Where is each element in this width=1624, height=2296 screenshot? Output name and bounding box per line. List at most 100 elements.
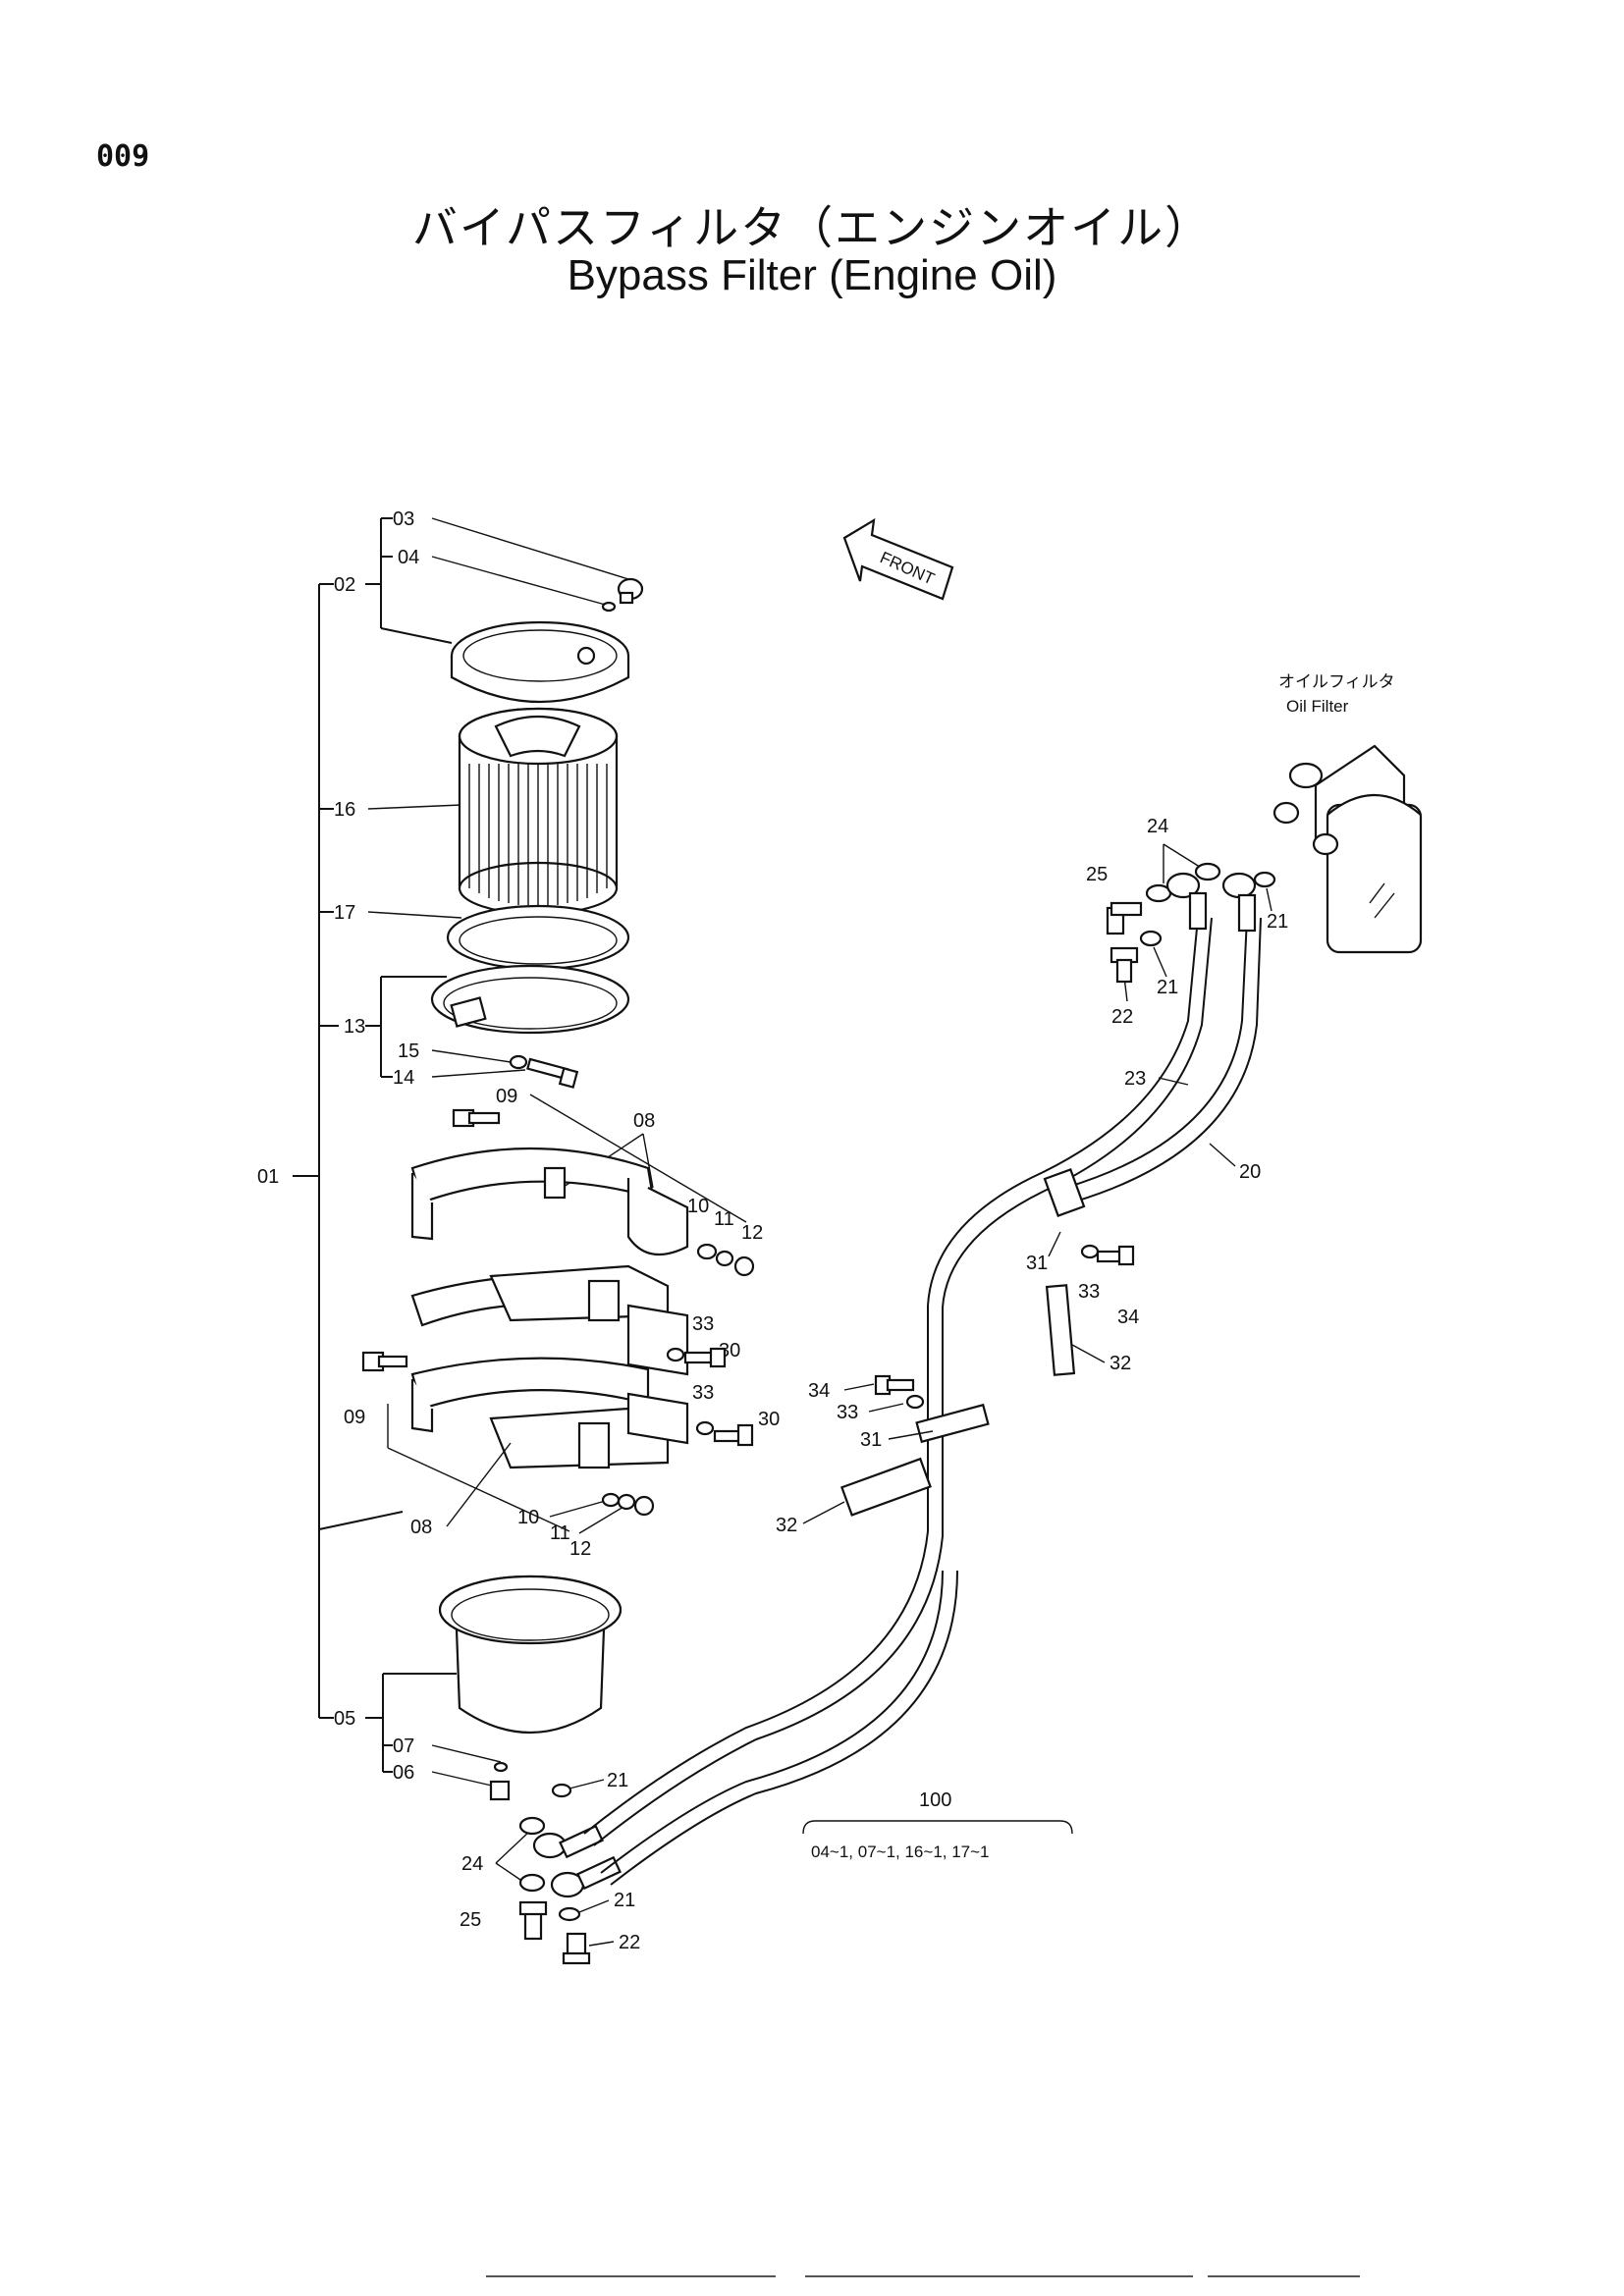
label-06: 06 <box>393 1762 414 1784</box>
label-11-upper: 11 <box>714 1208 734 1230</box>
label-24-right: 24 <box>1147 816 1168 837</box>
assembly-bracket-01 <box>293 517 457 1773</box>
o-ring-07 <box>493 1761 509 1773</box>
label-33-a: 33 <box>692 1313 714 1335</box>
label-04: 04 <box>398 547 419 568</box>
bracket-08-middle <box>410 1264 689 1376</box>
washer-11-lower <box>617 1493 636 1511</box>
label-21-right-b: 21 <box>1157 977 1178 998</box>
kit-contents: 04~1, 07~1, 16~1, 17~1 <box>811 1842 990 1861</box>
bracket-08-upper <box>410 1147 689 1256</box>
washer-33-lower <box>905 1394 925 1410</box>
kit-number: 100 <box>919 1789 951 1811</box>
bolt-25-bottom <box>518 1900 548 1941</box>
washer-24-b <box>518 1873 546 1893</box>
washer-21-a <box>551 1783 572 1798</box>
label-34-upper: 34 <box>1117 1307 1139 1328</box>
washer-33-b <box>695 1420 715 1436</box>
label-02: 02 <box>334 574 355 596</box>
washer-15 <box>509 1054 528 1070</box>
label-25-right: 25 <box>1086 864 1108 885</box>
label-12-upper: 12 <box>741 1222 763 1244</box>
label-16: 16 <box>334 799 355 821</box>
washer-11-upper <box>715 1250 734 1267</box>
plug-22-bottom <box>562 1932 591 1965</box>
label-21-b: 21 <box>614 1890 635 1911</box>
cover-cap-02 <box>450 620 630 703</box>
label-22-bottom: 22 <box>619 1932 640 1953</box>
bolt-34-upper <box>1096 1245 1135 1266</box>
label-08-lower: 08 <box>410 1517 432 1538</box>
oil-filter-label-en: Oil Filter <box>1286 697 1349 716</box>
hose-23 <box>583 917 1213 1846</box>
filter-case-05 <box>438 1575 623 1734</box>
label-21-right-a: 21 <box>1267 911 1288 933</box>
label-33-lower: 33 <box>837 1402 858 1423</box>
washer-21-right-b <box>1139 930 1163 947</box>
footer-rule-right <box>1208 2275 1360 2277</box>
label-07: 07 <box>393 1735 414 1757</box>
label-24-bottom: 24 <box>461 1853 483 1875</box>
label-30-b: 30 <box>758 1409 780 1430</box>
washer-24-right-a <box>1194 862 1221 881</box>
title-english: Bypass Filter (Engine Oil) <box>567 251 1057 299</box>
label-12-lower: 12 <box>569 1538 591 1560</box>
title-japanese: バイパスフィルタ（エンジンオイル） <box>411 201 1213 254</box>
label-10-lower: 10 <box>517 1507 539 1528</box>
bolt-09-upper <box>452 1108 501 1128</box>
label-32-upper: 32 <box>1110 1353 1131 1374</box>
label-21-a: 21 <box>607 1770 628 1791</box>
bolt-34-lower <box>874 1374 915 1396</box>
plate-32-lower <box>839 1457 932 1517</box>
bracket-08-lower <box>410 1357 689 1469</box>
label-15: 15 <box>398 1041 419 1062</box>
oil-filter-label-jp: オイルフィルタ <box>1278 672 1395 691</box>
page-number: 009 <box>96 139 150 174</box>
label-23: 23 <box>1124 1068 1146 1090</box>
label-32-lower: 32 <box>776 1515 797 1536</box>
label-33-upper: 33 <box>1078 1281 1100 1303</box>
label-31-upper: 31 <box>1026 1253 1048 1274</box>
oil-filter-unit <box>1272 744 1423 954</box>
label-03: 03 <box>393 508 414 530</box>
washer-24-a <box>518 1816 546 1836</box>
front-direction-arrow: FRONT <box>842 517 954 601</box>
label-33-b: 33 <box>692 1382 714 1404</box>
label-01: 01 <box>257 1166 279 1188</box>
footer-rule-middle <box>805 2275 1193 2277</box>
label-34-lower: 34 <box>808 1380 830 1402</box>
footer-rule-left <box>486 2275 776 2277</box>
label-25-bottom: 25 <box>460 1909 481 1931</box>
clamp-31-lower <box>915 1403 990 1444</box>
o-ring-04 <box>601 601 617 613</box>
bolt-14 <box>526 1057 579 1089</box>
nut-12-lower <box>633 1495 655 1517</box>
label-08-upper: 08 <box>633 1110 655 1132</box>
seal-ring-17 <box>446 904 630 971</box>
hose-20 <box>600 917 1262 1886</box>
label-13: 13 <box>344 1016 365 1038</box>
washer-10-upper <box>696 1243 718 1260</box>
banjo-fitting-b <box>550 1855 622 1898</box>
filter-element-16 <box>458 707 619 916</box>
label-14: 14 <box>393 1067 414 1089</box>
label-09-upper: 09 <box>496 1086 517 1107</box>
label-31-lower: 31 <box>860 1429 882 1451</box>
plug-22-right <box>1110 946 1139 984</box>
banjo-fitting-right-b <box>1221 872 1257 933</box>
bolt-30-b <box>713 1423 754 1447</box>
washer-21-right-a <box>1253 871 1276 888</box>
washer-33-upper <box>1080 1244 1100 1259</box>
clamp-31-upper <box>1043 1168 1086 1217</box>
plug-06 <box>489 1780 511 1801</box>
label-20: 20 <box>1239 1161 1261 1183</box>
label-10-upper: 10 <box>687 1196 709 1217</box>
label-11-lower: 11 <box>550 1522 570 1544</box>
plug-03 <box>617 577 644 605</box>
washer-33-a <box>666 1347 685 1362</box>
label-22-right: 22 <box>1111 1006 1133 1028</box>
label-17: 17 <box>334 902 355 924</box>
bolt-25-right <box>1106 901 1143 935</box>
washer-10-lower <box>601 1492 621 1508</box>
